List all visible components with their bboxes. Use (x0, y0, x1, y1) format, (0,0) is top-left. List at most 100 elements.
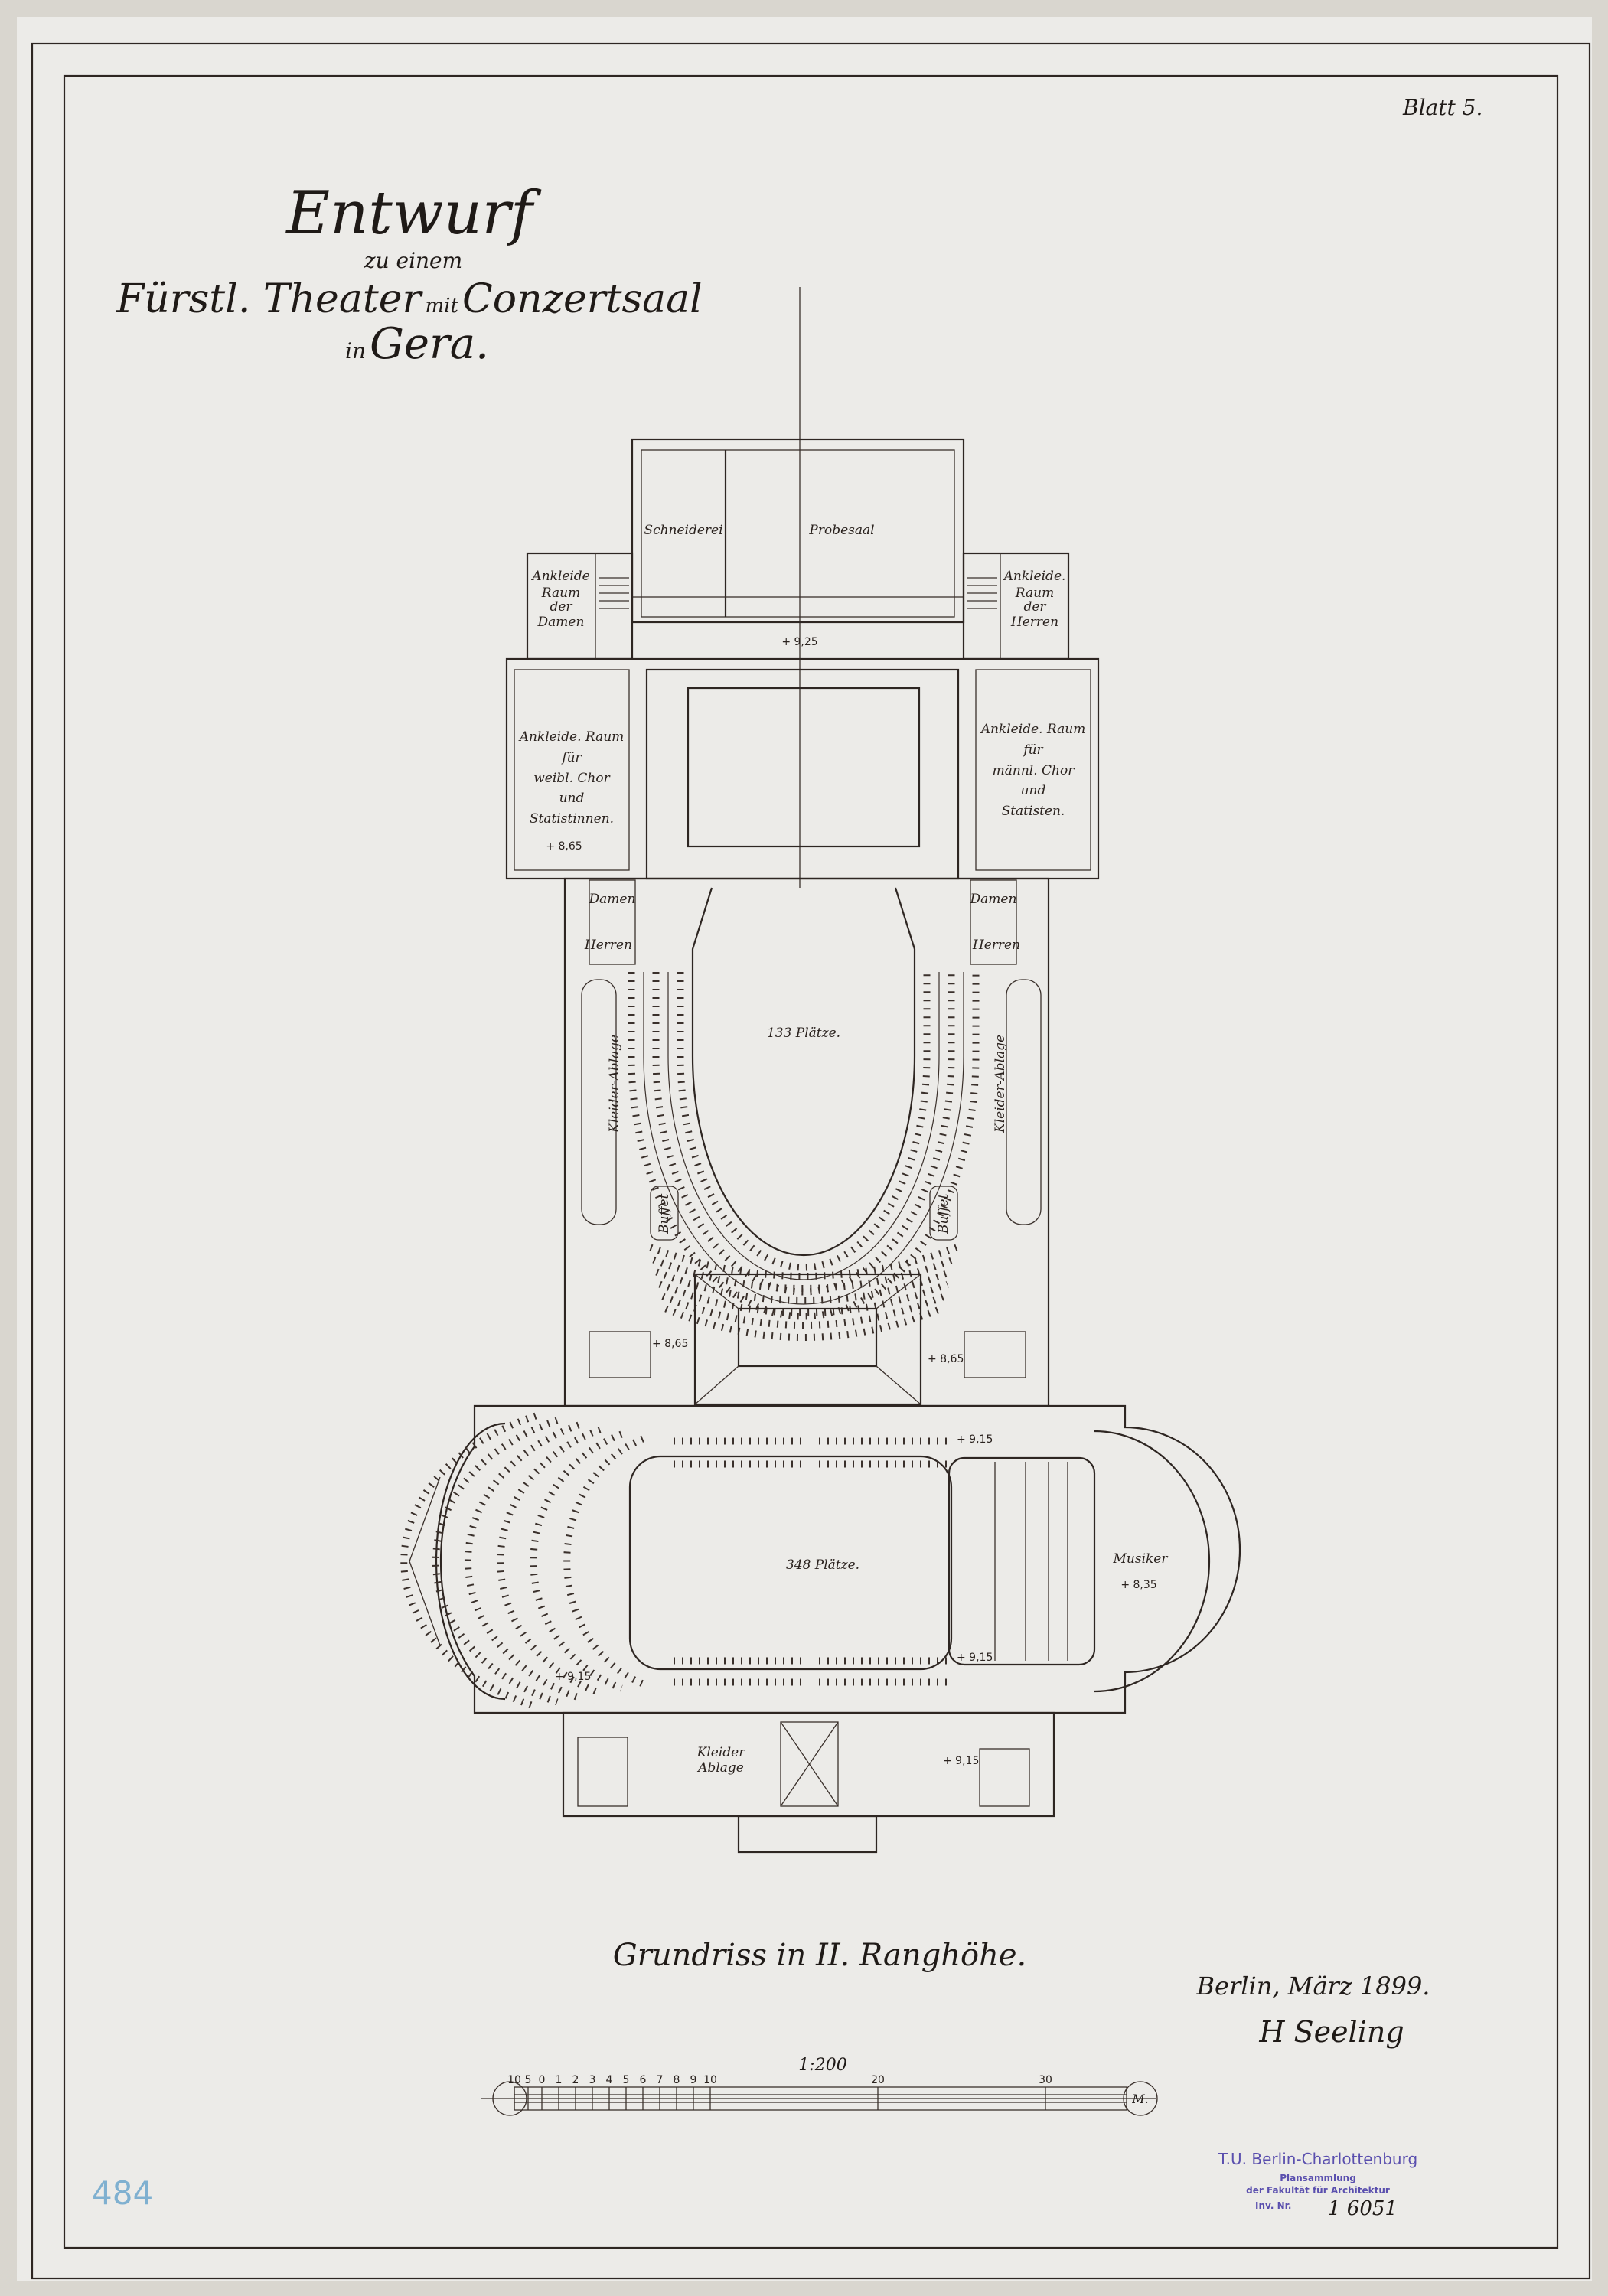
level-probe: + 9,25 (781, 636, 817, 648)
wc-right (970, 879, 1017, 965)
place-date: Berlin, März 1899. (1196, 1971, 1430, 2001)
pencil-note: 484 (92, 2174, 153, 2212)
stamp-line-3: der Fakultät für Architektur (1246, 2185, 1390, 2196)
paper (17, 17, 1592, 2281)
maennl-l3: männl. Chor (993, 763, 1075, 778)
kleider-ablage-left: Kleider-Ablage (607, 1035, 622, 1133)
level-stair-right: + 8,65 (928, 1353, 964, 1365)
seat-row (563, 1435, 644, 1688)
maennl-l2: für (1022, 742, 1043, 758)
title-line-3b: mit (425, 295, 458, 318)
scale-ratio: 1:200 (798, 2056, 846, 2075)
level-hall-top: + 9,15 (957, 1433, 993, 1446)
seat-row (661, 1293, 946, 1329)
stamp-inv-label: Inv. Nr. (1255, 2200, 1291, 2211)
rehearsal-block-inner (641, 449, 955, 618)
seat-row (628, 972, 980, 1320)
scale-end-ornament-right (1123, 2081, 1158, 2116)
scale-tick-label: 2 (572, 2074, 579, 2086)
level-musiker: + 8,35 (1120, 1579, 1156, 1591)
podium-steps (994, 1462, 1068, 1661)
sheet-number: Blatt 5. (1402, 95, 1482, 120)
dressing-room-left (514, 669, 630, 871)
scale-tick-label: 10 (507, 2074, 521, 2086)
foyer-coffer (737, 1307, 878, 1368)
scale-tick-label: 0 (539, 2074, 546, 2086)
wc-damen-left: Damen (589, 892, 636, 907)
damen-room-l1: Ankleide (530, 569, 589, 584)
horseshoe-seat-rows (628, 972, 980, 1320)
scale-tick-label: 8 (674, 2074, 680, 2086)
vestibule (780, 1721, 839, 1807)
weibl-l5: Statistinnen. (530, 811, 614, 827)
title-line-3a: Fürstl. Theater (116, 276, 423, 322)
buffet-right-label: Buffet (936, 1193, 951, 1234)
title-line-3: Fürstl. Theater mit Conzertsaal (116, 276, 703, 322)
maennl-l4: und (1021, 783, 1046, 798)
room-probesaal: Probesaal (808, 523, 874, 538)
musiker-label: Musiker (1112, 1551, 1168, 1567)
weibl-l2: für (560, 750, 582, 765)
maennl-l5: Statisten. (1002, 804, 1065, 819)
musiker-apse (1094, 1430, 1211, 1693)
weibl-l1: Ankleide. Raum (518, 729, 625, 745)
scale-tick-label: 6 (640, 2074, 647, 2086)
entrance-kleider-l1: Kleider (696, 1745, 746, 1760)
cloakroom-counter-right (1006, 979, 1042, 1225)
scale-tick-label: 1 (556, 2074, 563, 2086)
scale-end-ornament-left (492, 2081, 527, 2116)
inner-frame (63, 74, 1559, 2249)
plan-caption: Grundriss in II. Ranghöhe. (613, 1938, 1026, 1973)
level-hall-bottom-right: + 9,15 (957, 1652, 993, 1664)
concert-seat-count: 348 Plätze. (786, 1557, 859, 1573)
damen-room-l2: Raum (541, 585, 580, 601)
seat-row (649, 1244, 958, 1280)
title-line-4b: Gera. (370, 319, 489, 369)
foyer-block (693, 1273, 922, 1406)
wc-damen-right: Damen (970, 892, 1017, 907)
damen-room-l4: Damen (537, 615, 585, 630)
stage-area (687, 687, 921, 848)
level-ankleide: + 8,65 (546, 840, 582, 853)
stair-right-top (967, 577, 997, 609)
seat-row (667, 972, 940, 1280)
buffet-left (650, 1186, 679, 1241)
weibl-l4: und (559, 791, 585, 806)
damen-room-l3: der (550, 599, 572, 615)
concert-seat-rows (400, 1412, 949, 1711)
herren-room-l2: Raum (1015, 585, 1054, 601)
collection-stamp: T.U. Berlin-Charlottenburg Plansammlung … (1218, 2150, 1417, 2220)
scale-tick-label: 5 (623, 2074, 630, 2086)
herren-room-l3: der (1023, 599, 1046, 615)
seat-row (652, 1256, 955, 1292)
stamp-inv-number: 1 6051 (1328, 2197, 1398, 2220)
orchestra-podium (948, 1456, 1096, 1666)
rehearsal-block-outer (631, 438, 965, 624)
entrance-kleider-l2: Ablage (696, 1760, 744, 1776)
maennl-l1: Ankleide. Raum (980, 722, 1086, 737)
stair-left-top (599, 577, 629, 609)
stamp-line-1: T.U. Berlin-Charlottenburg (1218, 2150, 1417, 2168)
title-line-4: in Gera. (345, 319, 489, 369)
buffet-right (929, 1186, 958, 1241)
wc-herren-left: Herren (584, 938, 632, 953)
wc-herren-right: Herren (972, 938, 1020, 953)
entrance-stair-right (979, 1748, 1030, 1807)
scale-tick-label: 9 (690, 2074, 697, 2086)
stair-left (589, 1331, 651, 1378)
stamp-line-2: Plansammlung (1280, 2173, 1356, 2183)
seat-row (664, 1305, 943, 1341)
vestibule-diagonals (780, 1721, 839, 1807)
concert-hall-rear-curve (435, 1422, 506, 1701)
signature: H Seeling (1258, 2015, 1404, 2049)
seat-row (497, 1426, 602, 1697)
scale-tick-label: 30 (1039, 2074, 1052, 2086)
title-line-1: Entwurf (285, 179, 542, 248)
outer-frame (31, 42, 1591, 2280)
room-schneiderei: Schneiderei (644, 523, 722, 538)
weibl-l3: weibl. Chor (533, 771, 610, 786)
scale-tick-label: 20 (871, 2074, 885, 2086)
kleider-ablage-right: Kleider-Ablage (993, 1035, 1008, 1133)
